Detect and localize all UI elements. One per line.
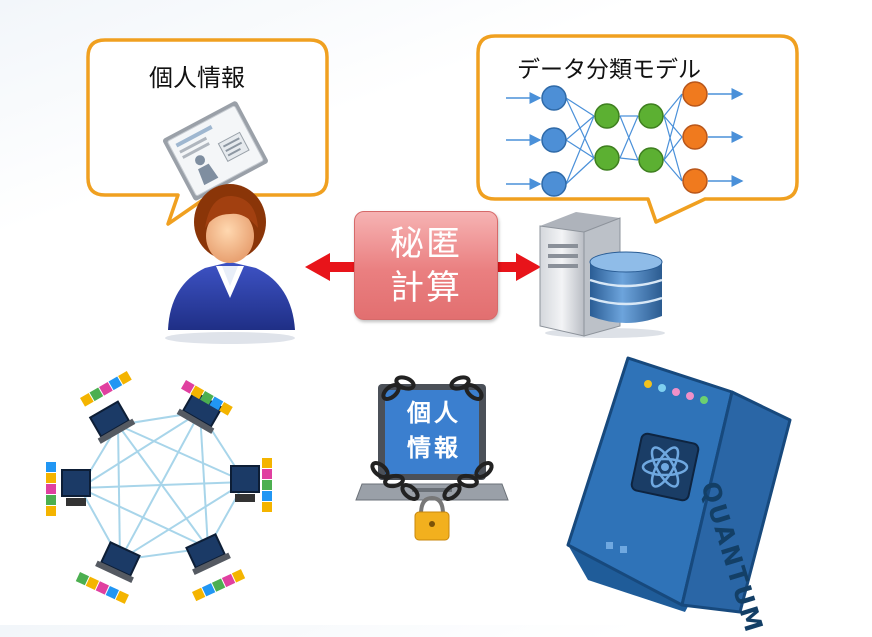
- nn-input-node: [542, 86, 566, 110]
- quantum-computer-icon: [568, 358, 790, 612]
- nn-hidden-node: [639, 104, 663, 128]
- nn-hidden-node: [595, 104, 619, 128]
- block-chain: [192, 569, 245, 601]
- network-laptop: [62, 470, 90, 506]
- nn-output-node: [683, 169, 707, 193]
- network-laptop: [231, 466, 259, 502]
- bidirectional-arrow-right: [496, 253, 541, 281]
- nn-hidden-node: [595, 146, 619, 170]
- laptop-text-line2: 情報: [395, 433, 473, 463]
- block-chain: [80, 371, 132, 407]
- bidirectional-arrow-left: [305, 253, 354, 281]
- nn-hidden-node: [639, 148, 663, 172]
- secure-computation-line1: 秘匿: [355, 222, 497, 266]
- network-laptop: [95, 541, 143, 583]
- nn-input-node: [542, 172, 566, 196]
- block-chain: [46, 462, 56, 516]
- network-laptop: [177, 390, 226, 434]
- computer-network: [46, 371, 272, 604]
- nn-output-node: [683, 82, 707, 106]
- server-database-icon: [540, 212, 665, 338]
- nn-output-node: [683, 125, 707, 149]
- secure-computation-line2: 計算: [355, 266, 497, 310]
- model-label: データ分類モデル: [517, 50, 701, 84]
- personal-info-label: 個人情報: [149, 58, 245, 93]
- secure-computation-box: 秘匿 計算: [354, 211, 498, 320]
- nn-input-node: [542, 128, 566, 152]
- block-chain: [262, 458, 272, 512]
- laptop-text-line1: 個人: [395, 398, 473, 428]
